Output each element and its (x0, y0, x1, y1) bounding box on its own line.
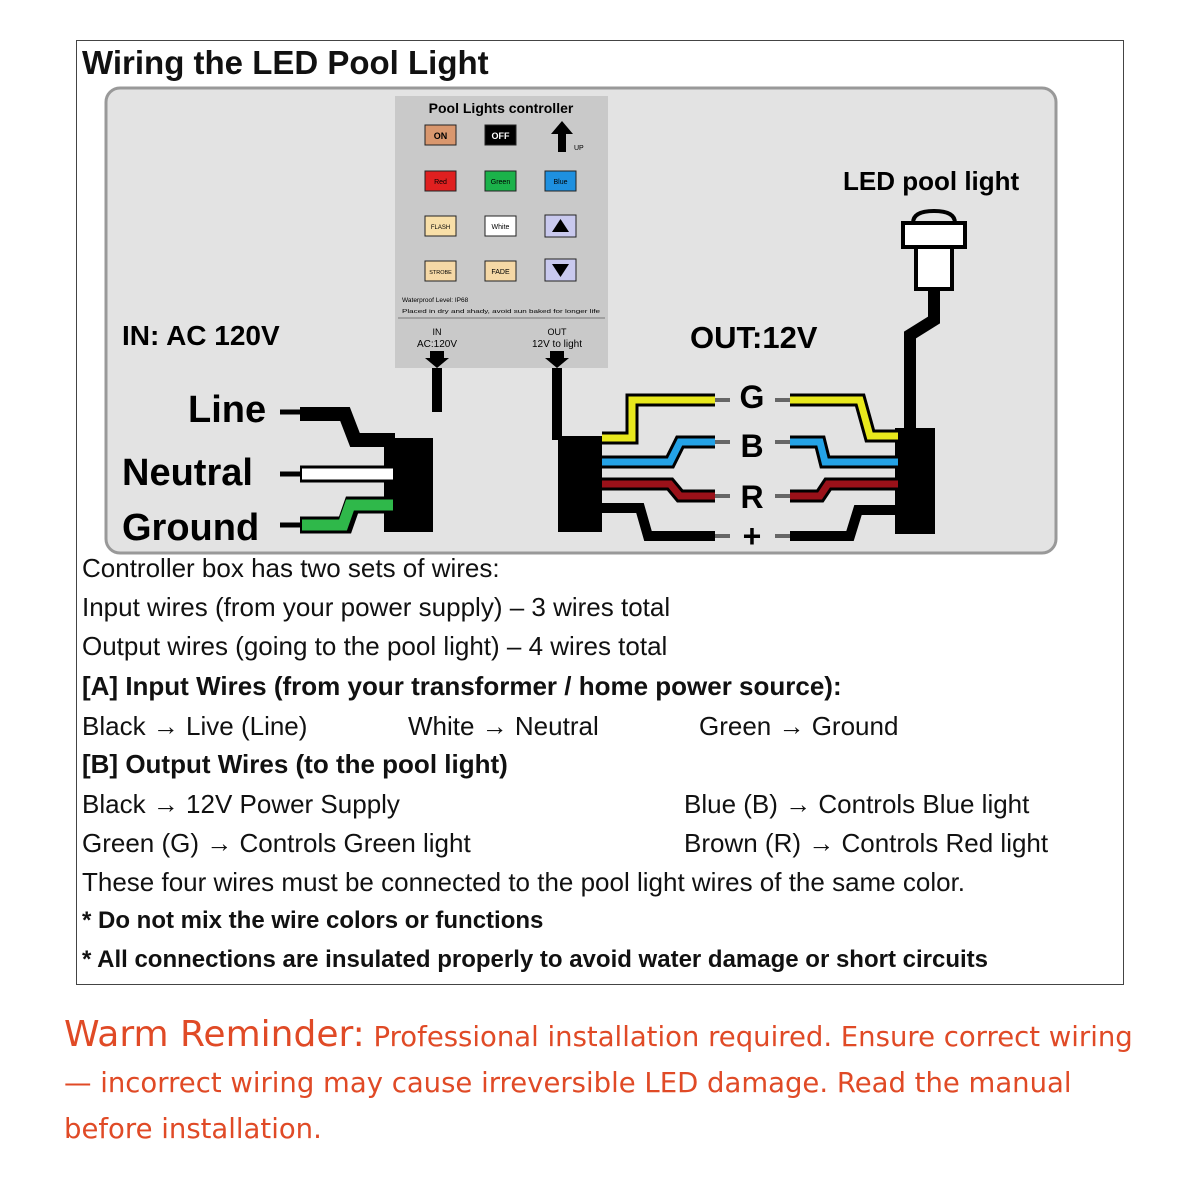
red-light-wire (790, 480, 898, 500)
white-button[interactable] (484, 215, 517, 237)
on-button-label: ON (434, 131, 448, 141)
power-light-wire (790, 505, 898, 541)
b-blue-text: Blue (B) → Controls Blue light (684, 789, 1030, 819)
g-label: G (740, 379, 765, 415)
note-mix-text: * Do not mix the wire colors or function… (82, 907, 544, 934)
section-b-heading: [B] Output Wires (to the pool light) (82, 749, 508, 779)
controller-out-value: 12V to light (532, 339, 582, 350)
out-arrow-icon (545, 351, 569, 368)
section-a-heading: [A] Input Wires (from your transformer /… (82, 671, 842, 701)
fade-button-label: FADE (491, 269, 510, 276)
a-white-text: White → Neutral (408, 711, 599, 741)
off-button[interactable] (484, 124, 517, 146)
controller-out-label: OUT (548, 327, 568, 337)
red-button-label: Red (434, 179, 447, 186)
warm-reminder: Warm Reminder: Professional installation… (64, 1012, 1144, 1152)
strobe-button-label: STROBE (429, 270, 452, 276)
green-output-wire (602, 396, 715, 442)
a-green-text: Green → Ground (699, 711, 899, 741)
b-label: B (740, 428, 763, 464)
triangle-down-icon (552, 264, 569, 277)
input-total-text: Input wires (from your power supply) – 3… (82, 592, 671, 622)
blue-button-label: Blue (553, 179, 567, 186)
ground-wire (302, 499, 393, 531)
blue-output-wire (602, 438, 715, 466)
line-wire (300, 407, 395, 447)
red-output-wire (602, 480, 715, 500)
plus-label: + (743, 518, 762, 554)
in-arrow-icon (425, 351, 449, 368)
frame-bottom-border (76, 984, 1124, 985)
page-title: Wiring the LED Pool Light (82, 44, 489, 81)
off-button-label: OFF (492, 131, 510, 141)
b-black-text: Black → 12V Power Supply (82, 789, 400, 819)
strobe-button[interactable] (424, 260, 457, 282)
led-pool-light-label: LED pool light (843, 166, 1020, 196)
controller-note-waterproof: Waterproof Level: IP68 (402, 297, 469, 304)
fade-button[interactable] (484, 260, 517, 282)
b-green-text: Green (G) → Controls Green light (82, 828, 471, 858)
input-wires (280, 368, 442, 534)
a-black-text: Black → Live (Line) (82, 711, 308, 741)
green-button[interactable] (484, 170, 517, 192)
green-light-wire (790, 396, 898, 440)
on-button[interactable] (424, 124, 457, 146)
intro-text: Controller box has two sets of wires: (82, 553, 500, 583)
output-voltage-label: OUT:12V (690, 320, 818, 355)
blue-button[interactable] (544, 170, 577, 192)
green-button-label: Green (491, 179, 511, 186)
controller-title: Pool Lights controller (429, 100, 574, 116)
output-wires-light-side (775, 393, 935, 541)
controller-note-placement: Placed in dry and shady, avoid sun baked… (402, 309, 600, 315)
red-button[interactable] (424, 170, 457, 192)
neutral-label: Neutral (122, 452, 253, 494)
triangle-up-icon (552, 219, 569, 232)
led-pool-light-icon (901, 208, 967, 309)
power-output-wire (602, 503, 715, 541)
output-total-text: Output wires (going to the pool light) –… (82, 631, 668, 661)
controller-in-value: AC:120V (417, 339, 457, 350)
up-arrow-icon[interactable] (551, 121, 573, 152)
b-brown-text: Brown (R) → Controls Red light (684, 828, 1049, 858)
warm-reminder-title: Warm Reminder: (64, 1014, 365, 1055)
warm-reminder-body: Professional installation required. Ensu… (64, 1021, 1133, 1145)
ground-label: Ground (122, 507, 259, 549)
wiring-diagram: Pool Lights controller ON OFF UP Red Gre… (104, 86, 1058, 555)
r-label: R (740, 479, 763, 515)
note-insulate-text: * All connections are insulated properly… (82, 946, 988, 973)
flash-button-label: FLASH (431, 225, 450, 231)
controller-in-label: IN (433, 327, 442, 337)
diagram-frame (76, 40, 1124, 985)
led-cable (904, 309, 940, 430)
output-wires-controller-side (552, 368, 730, 541)
blue-light-wire (790, 438, 898, 466)
flash-button[interactable] (424, 215, 457, 237)
white-button-label: White (492, 224, 510, 231)
same-color-text: These four wires must be connected to th… (82, 867, 966, 897)
input-voltage-label: IN: AC 120V (122, 320, 280, 351)
up-label: UP (574, 145, 584, 152)
line-label: Line (188, 389, 266, 431)
